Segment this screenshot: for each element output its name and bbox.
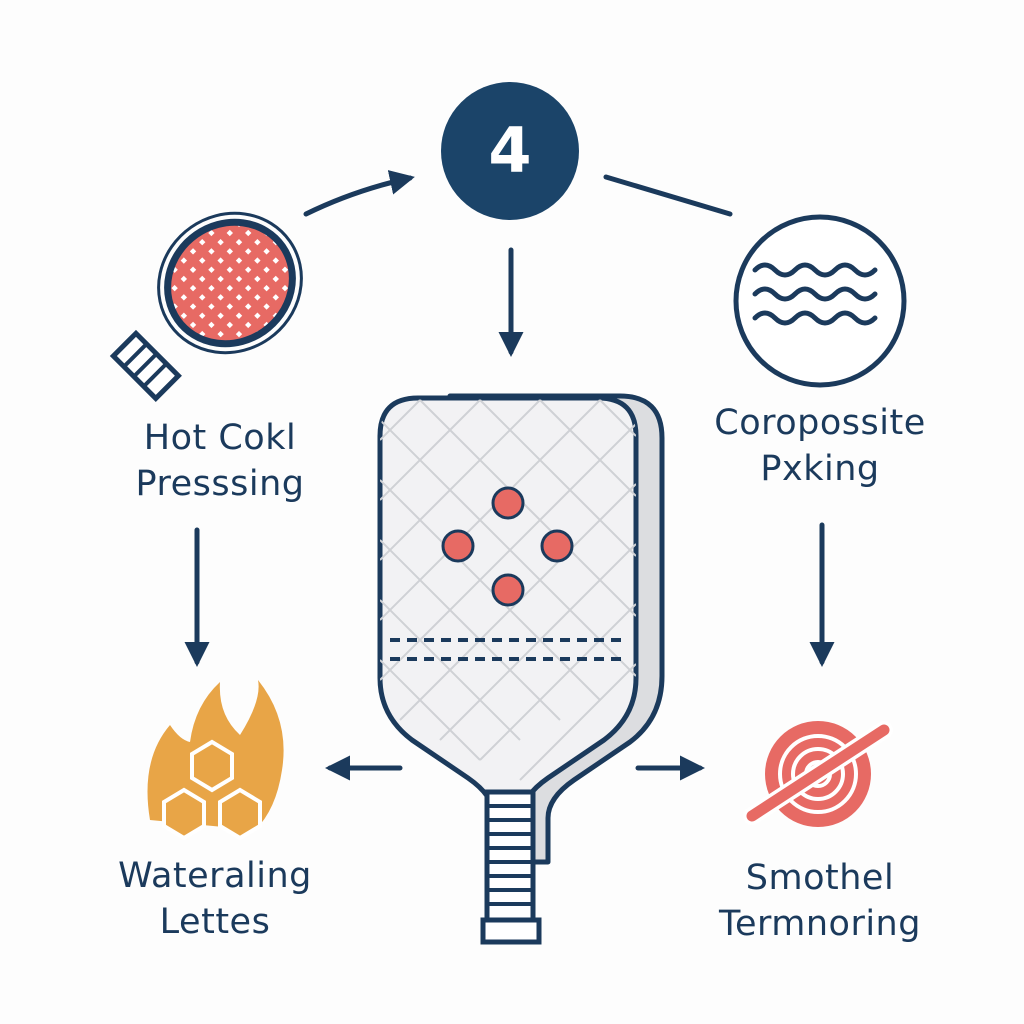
arrow-to-hub (303, 170, 415, 217)
label-top-right-line1: Coropossite (714, 403, 926, 443)
label-top-right-line2: Pxking (760, 449, 880, 489)
waves-circle-icon (733, 214, 907, 388)
label-bottom-left-line2: Lettes (159, 902, 271, 942)
paddle-handle (480, 789, 542, 945)
paddle-dashes (390, 638, 626, 661)
hub-number: 4 (488, 114, 531, 187)
paddle-mesh-icon (109, 210, 317, 402)
label-bottom-left-line1: Wateraling (118, 856, 312, 896)
paddle-dots (441, 486, 574, 607)
label-top-left: Hot Cokl Presssing (110, 415, 330, 507)
label-bottom-right-line2: Termnoring (719, 904, 921, 944)
hub-node: 4 (441, 82, 579, 220)
no-spin-target-icon (743, 721, 893, 827)
label-bottom-right-line1: Smothel (745, 858, 895, 898)
label-top-left-line1: Hot Cokl (143, 418, 297, 458)
paddle-illustration (377, 393, 665, 945)
honeycomb-flame-icon (147, 680, 284, 841)
connectors (184, 170, 835, 781)
label-bottom-left: Wateraling Lettes (95, 853, 335, 945)
connector-hub-to-top-right (603, 174, 733, 217)
label-top-left-line2: Presssing (135, 464, 305, 504)
label-bottom-right: Smothel Termnoring (690, 855, 950, 947)
label-top-right: Coropossite Pxking (690, 400, 950, 492)
